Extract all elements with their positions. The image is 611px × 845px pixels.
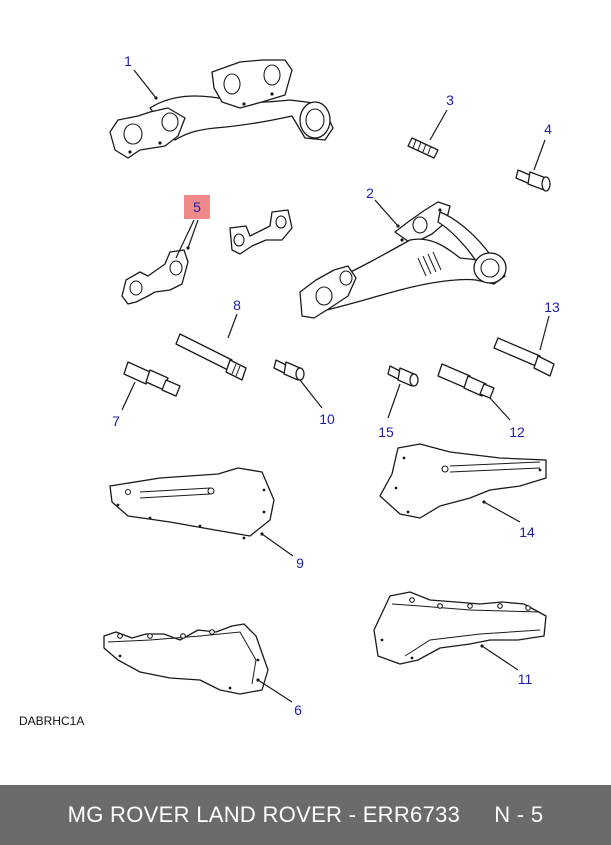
part-9-heat-shield[interactable] — [109, 467, 275, 540]
callout-7[interactable]: 7 — [112, 413, 120, 429]
part-6-heat-gasket[interactable] — [103, 623, 269, 695]
part-13-long-stud[interactable] — [493, 337, 555, 377]
callout-6[interactable]: 6 — [294, 702, 302, 718]
callout-13[interactable]: 13 — [544, 299, 560, 315]
callout-10[interactable]: 10 — [319, 411, 335, 427]
callout-9[interactable]: 9 — [296, 555, 304, 571]
part-3-stud[interactable] — [407, 137, 439, 159]
callout-14[interactable]: 14 — [519, 524, 535, 540]
callout-2[interactable]: 2 — [366, 185, 374, 201]
footer-page-number: N - 5 — [494, 802, 544, 827]
leader-lines — [121, 69, 550, 703]
part-2-exhaust-manifold[interactable] — [299, 201, 507, 319]
part-15-bolt[interactable] — [387, 365, 419, 387]
part-5-gasket[interactable] — [121, 209, 293, 305]
part-4-bolt[interactable] — [515, 169, 551, 192]
callout-5[interactable]: 5 — [193, 199, 201, 215]
part-7-stud[interactable] — [123, 361, 181, 397]
part-10-bolt[interactable] — [273, 359, 305, 381]
part-11-heat-gasket[interactable] — [373, 591, 547, 665]
callout-1[interactable]: 1 — [124, 53, 132, 69]
part-12-stud[interactable] — [437, 363, 495, 399]
footer-bar: MG ROVER LAND ROVER - ERR6733 N - 5 — [0, 785, 611, 845]
callout-11[interactable]: 11 — [518, 671, 533, 687]
part-1-exhaust-manifold[interactable] — [109, 59, 334, 159]
part-14-heat-shield[interactable] — [379, 443, 547, 519]
callout-4[interactable]: 4 — [544, 121, 552, 137]
callout-8[interactable]: 8 — [233, 297, 241, 313]
callout-12[interactable]: 12 — [509, 424, 525, 440]
callout-15[interactable]: 15 — [378, 424, 394, 440]
callout-5-highlight — [184, 195, 210, 219]
callout-3[interactable]: 3 — [446, 92, 454, 108]
part-8-long-stud[interactable] — [175, 333, 247, 381]
exhaust-manifold-diagram: 1 2 3 4 5 6 7 8 9 10 11 12 13 14 15 DABR… — [19, 53, 560, 728]
drawing-reference-code: DABRHC1A — [19, 714, 84, 728]
footer-title: MG ROVER LAND ROVER - ERR6733 — [67, 802, 461, 827]
